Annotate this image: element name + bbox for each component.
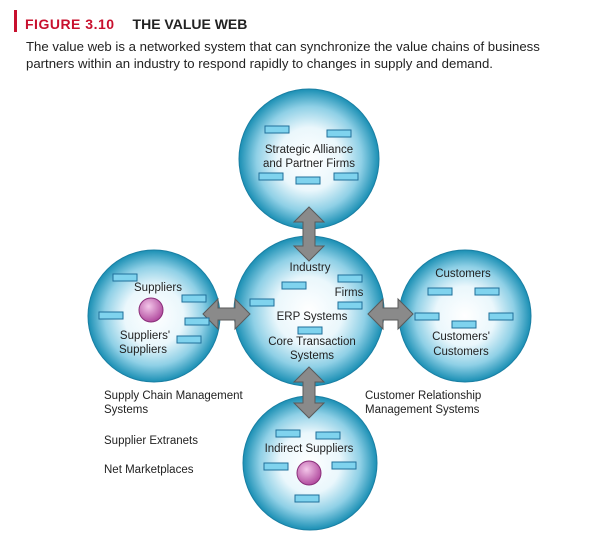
- box: [275, 429, 301, 438]
- indirect-supplier-node: [296, 460, 322, 486]
- label-core-systems: Systems: [290, 350, 334, 362]
- box: [295, 176, 321, 185]
- box: [294, 494, 320, 503]
- label-firms: Firms: [335, 287, 364, 299]
- box: [176, 335, 202, 344]
- arrow-left-center: [202, 297, 251, 331]
- box: [281, 281, 307, 290]
- box: [112, 273, 138, 282]
- box: [451, 320, 477, 329]
- box: [414, 312, 440, 321]
- label-partner-firms: and Partner Firms: [263, 158, 355, 170]
- box: [315, 431, 341, 440]
- figure-header: FIGURE 3.10 THE VALUE WEB: [14, 10, 247, 32]
- figure-title: THE VALUE WEB: [132, 16, 248, 32]
- arrow-top-center: [292, 206, 326, 262]
- note-net-marketplaces: Net Marketplaces: [104, 464, 194, 476]
- arrow-center-right: [367, 297, 414, 331]
- note-crm-line1: Customer Relationship: [365, 390, 482, 402]
- note-supplier-extranets: Supplier Extranets: [104, 435, 198, 447]
- note-scm-line2: Systems: [104, 404, 149, 416]
- figure-label: FIGURE 3.10: [25, 16, 115, 32]
- note-scm: Supply Chain Management Systems: [104, 389, 243, 417]
- box: [337, 301, 363, 310]
- supplier-node: [138, 297, 164, 323]
- box: [181, 294, 207, 303]
- label-suppliers-suppliers-1: Suppliers': [120, 330, 170, 342]
- label-customers-customers-2: Customers: [433, 346, 489, 358]
- note-crm: Customer Relationship Management Systems: [365, 389, 481, 417]
- box: [264, 125, 290, 134]
- box: [258, 172, 284, 181]
- note-crm-line2: Management Systems: [365, 404, 480, 416]
- label-strategic-alliance: Strategic Alliance: [265, 144, 353, 156]
- label-customers: Customers: [435, 268, 491, 280]
- box: [249, 298, 275, 307]
- box: [184, 317, 210, 326]
- box: [427, 287, 453, 296]
- label-erp-systems: ERP Systems: [277, 311, 348, 323]
- figure-caption: The value web is a networked system that…: [26, 39, 540, 71]
- box: [474, 287, 500, 296]
- label-indirect-suppliers: Indirect Suppliers: [265, 443, 354, 455]
- label-suppliers: Suppliers: [134, 282, 182, 294]
- box: [326, 129, 352, 138]
- arrow-center-bottom: [292, 366, 326, 419]
- box: [337, 274, 363, 283]
- box: [98, 311, 124, 320]
- box: [333, 172, 359, 181]
- label-industry: Industry: [290, 262, 331, 274]
- label-core-transaction: Core Transaction: [268, 336, 356, 348]
- box: [488, 312, 514, 321]
- label-customers-customers-1: Customers': [432, 331, 490, 343]
- box: [297, 326, 323, 335]
- note-scm-line1: Supply Chain Management: [104, 390, 243, 402]
- box: [263, 462, 289, 471]
- box: [331, 461, 357, 470]
- label-suppliers-suppliers-2: Suppliers: [119, 344, 167, 356]
